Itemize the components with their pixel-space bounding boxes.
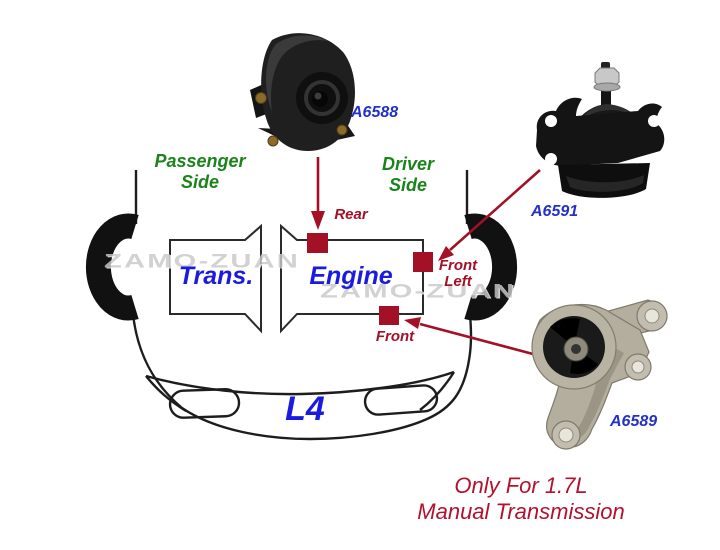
right-wheel <box>464 213 518 321</box>
arrow-a6591-head <box>438 246 454 261</box>
car-outline <box>131 170 473 441</box>
trans-box <box>169 223 262 334</box>
car-right-fender-line <box>419 371 456 411</box>
note-line2: Manual Transmission <box>417 499 625 524</box>
right-headlight <box>363 384 439 416</box>
mount-photo-a6591 <box>536 62 665 198</box>
front-position-label: Front <box>375 328 415 345</box>
passenger-side-line2: Side <box>180 172 219 192</box>
arrows <box>311 157 541 356</box>
front-left-mount-marker <box>413 252 433 272</box>
note-line1: Only For 1.7L <box>454 473 588 498</box>
driver-side-line2: Side <box>388 175 427 195</box>
rear-mount-marker <box>307 233 328 253</box>
part-number-a6591: A6591 <box>531 203 579 220</box>
driver-side-line1: Driver <box>381 154 435 174</box>
passenger-side-line1: Passenger <box>154 151 246 171</box>
car-left-fender-line <box>145 375 187 413</box>
engine-box-label: Engine <box>309 262 393 290</box>
left-headlight <box>168 388 241 419</box>
front-left-line2: Left <box>444 273 472 290</box>
mount-photo-a6589 <box>531 299 668 450</box>
arrow-a6589 <box>419 322 534 356</box>
left-wheel <box>85 213 139 321</box>
passenger-side-label: Passenger Side <box>138 151 262 193</box>
front-mount-marker <box>379 306 399 325</box>
part-number-a6588: A6588 <box>351 104 399 121</box>
note-text: Only For 1.7L Manual Transmission <box>396 473 646 525</box>
arrow-a6588-head <box>311 211 325 230</box>
rear-position-label: Rear <box>334 206 368 223</box>
front-left-line1: Front <box>438 257 478 274</box>
watermark-text: ZAMO-ZUAN <box>320 280 516 302</box>
watermark-text: ZAMO-ZUAN <box>104 250 300 272</box>
arrow-a6591 <box>449 169 541 251</box>
driver-side-label: Driver Side <box>356 154 460 196</box>
part-number-a6589: A6589 <box>610 413 658 430</box>
front-left-position-label: Front Left <box>430 258 486 290</box>
car-bumper-outer <box>131 313 473 441</box>
mount-photo-a6588 <box>250 33 355 151</box>
arrow-a6589-head <box>404 317 421 329</box>
engine-code-label: L4 <box>285 390 325 428</box>
car-hood-line <box>145 370 455 396</box>
trans-box-label: Trans. <box>178 262 254 290</box>
